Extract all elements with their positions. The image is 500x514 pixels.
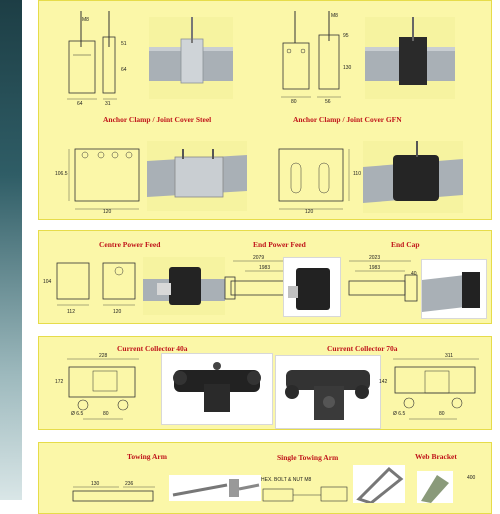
collector-40a-photo bbox=[161, 353, 273, 425]
dim-anchor-gfn-120: 120 bbox=[305, 209, 314, 215]
dim-311: 311 bbox=[445, 353, 453, 359]
web-bracket-photo bbox=[417, 471, 453, 503]
clamp-photo-top-left bbox=[149, 17, 233, 99]
dim-110: 110 bbox=[353, 171, 361, 177]
dim-80: 80 bbox=[291, 99, 297, 105]
title-current-collector-40a: Current Collector 40a bbox=[117, 344, 188, 353]
hex-bolt-note: HEX. BOLT & NUT M8 bbox=[261, 477, 312, 483]
end-feed-photo bbox=[283, 257, 341, 317]
single-towing-arm-drawing bbox=[262, 486, 348, 502]
dim-400: 400 bbox=[467, 475, 476, 481]
centre-feed-photo bbox=[143, 257, 225, 315]
clamp-drawing-top-left: M8 51 64 64 31 bbox=[67, 11, 127, 105]
end-cap-drawing bbox=[348, 260, 418, 302]
towing-arm-photo bbox=[169, 475, 261, 501]
dim-142: 142 bbox=[379, 379, 388, 385]
anchor-gfn-drawing bbox=[278, 148, 350, 210]
title-current-collector-70a: Current Collector 70a bbox=[327, 344, 398, 353]
dim-2023: 2023 bbox=[369, 255, 381, 261]
dim-112: 112 bbox=[67, 309, 75, 315]
title-web-bracket: Web Bracket bbox=[415, 452, 457, 461]
dim-40: 40 bbox=[411, 271, 417, 277]
title-anchor-steel: Anchor Clamp / Joint Cover Steel bbox=[103, 115, 212, 124]
centre-feed-drawing bbox=[56, 262, 136, 306]
dim-106-5: 106.5 bbox=[55, 171, 68, 177]
dim-130: 130 bbox=[343, 65, 352, 71]
dim-236: 236 bbox=[125, 481, 134, 487]
dim-collector40-dia: Ø 6.5 bbox=[71, 411, 84, 417]
collector-70a-drawing bbox=[393, 358, 479, 420]
title-end-power-feed: End Power Feed bbox=[253, 240, 306, 249]
title-anchor-gfn: Anchor Clamp / Joint Cover GFN bbox=[293, 115, 402, 124]
dim-172: 172 bbox=[55, 379, 64, 385]
title-centre-power-feed: Centre Power Feed bbox=[99, 240, 161, 249]
dim-64-width: 64 bbox=[77, 101, 83, 105]
dim-2079: 2079 bbox=[253, 255, 265, 261]
dim-collector70-80: 80 bbox=[439, 411, 445, 417]
clamp-drawing-top-right: M8 95 130 80 56 bbox=[281, 11, 352, 105]
dim-130-towing: 130 bbox=[91, 481, 100, 487]
dim-anchor-steel-120: 120 bbox=[103, 209, 112, 215]
dim-collector70-dia: Ø 6.5 bbox=[393, 411, 406, 417]
dim-56: 56 bbox=[325, 99, 331, 105]
anchor-steel-drawing bbox=[68, 148, 140, 210]
dim-end-feed-1983: 1983 bbox=[259, 265, 271, 271]
towing-arm-panel: Towing Arm Single Towing Arm Web Bracket… bbox=[38, 442, 492, 514]
title-towing-arm: Towing Arm bbox=[127, 452, 167, 461]
towing-arm-drawing bbox=[72, 486, 155, 502]
anchor-clamp-panel: M8 51 64 64 31 M8 95 130 80 56 bbox=[38, 0, 492, 220]
current-collector-panel: Current Collector 40a Current Collector … bbox=[38, 336, 492, 430]
dim-104: 104 bbox=[43, 279, 52, 285]
end-cap-photo bbox=[421, 259, 487, 319]
power-feed-panel: Centre Power Feed End Power Feed End Cap… bbox=[38, 230, 492, 324]
dim-centre-120: 120 bbox=[113, 309, 122, 315]
collector-40a-drawing bbox=[67, 358, 139, 420]
dim-collector40-80: 80 bbox=[103, 411, 109, 417]
collector-70a-photo bbox=[275, 355, 381, 429]
dim-64-height: 64 bbox=[121, 67, 127, 73]
dim-m8-left: M8 bbox=[82, 17, 89, 23]
dim-51: 51 bbox=[121, 41, 127, 47]
clamp-photo-top-right bbox=[365, 17, 455, 99]
title-end-cap: End Cap bbox=[391, 240, 420, 249]
dim-m8-right: M8 bbox=[331, 13, 338, 19]
title-single-towing-arm: Single Towing Arm bbox=[277, 453, 339, 462]
dim-95: 95 bbox=[343, 33, 349, 39]
anchor-steel-photo bbox=[147, 141, 247, 211]
dim-31: 31 bbox=[105, 101, 111, 105]
single-towing-arm-photo bbox=[353, 465, 405, 505]
dim-228: 228 bbox=[99, 353, 108, 359]
anchor-gfn-photo bbox=[363, 141, 463, 213]
side-gradient-strip bbox=[0, 0, 22, 500]
dim-end-cap-1983: 1983 bbox=[369, 265, 381, 271]
